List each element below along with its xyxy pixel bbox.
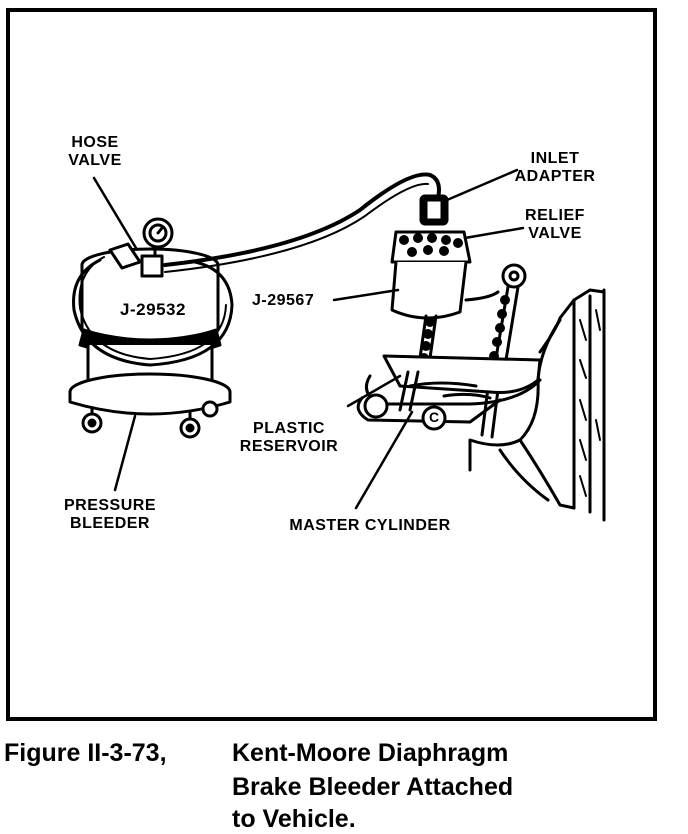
- caption-line-2: Brake Bleeder Attached: [232, 773, 514, 801]
- label-inlet-adapter: INLET ADAPTER: [514, 150, 596, 185]
- label-plastic-reservoir: PLASTIC RESERVOIR: [239, 420, 339, 455]
- label-pressure-bleeder: PRESSURE BLEEDER: [63, 497, 157, 532]
- label-relief-valve: RELIEF VALVE: [525, 207, 585, 242]
- label-master-cylinder: MASTER CYLINDER: [289, 517, 451, 534]
- caption-figure-number: Figure II-3-73,: [4, 739, 167, 767]
- bleeder-hose: [163, 172, 441, 267]
- pressure-bleeder-tank: [68, 247, 232, 439]
- adapter-assembly: [390, 194, 500, 374]
- leader-lines: [92, 168, 525, 510]
- label-j-29567: J-29567: [252, 292, 315, 309]
- label-c-mark: C: [429, 409, 440, 425]
- master-cylinder: [356, 354, 542, 431]
- hose-valve: [108, 217, 174, 278]
- caption-line-1: Kent-Moore Diaphragm: [232, 739, 509, 767]
- eye-bolt-adapter: [480, 263, 527, 439]
- vehicle-firewall: [468, 288, 606, 522]
- caption-line-3: to Vehicle.: [232, 805, 356, 833]
- label-hose-valve: HOSE VALVE: [68, 134, 122, 169]
- tank-handle: [72, 258, 234, 367]
- figure-frame: [6, 8, 657, 721]
- label-j-29532: J-29532: [120, 300, 186, 319]
